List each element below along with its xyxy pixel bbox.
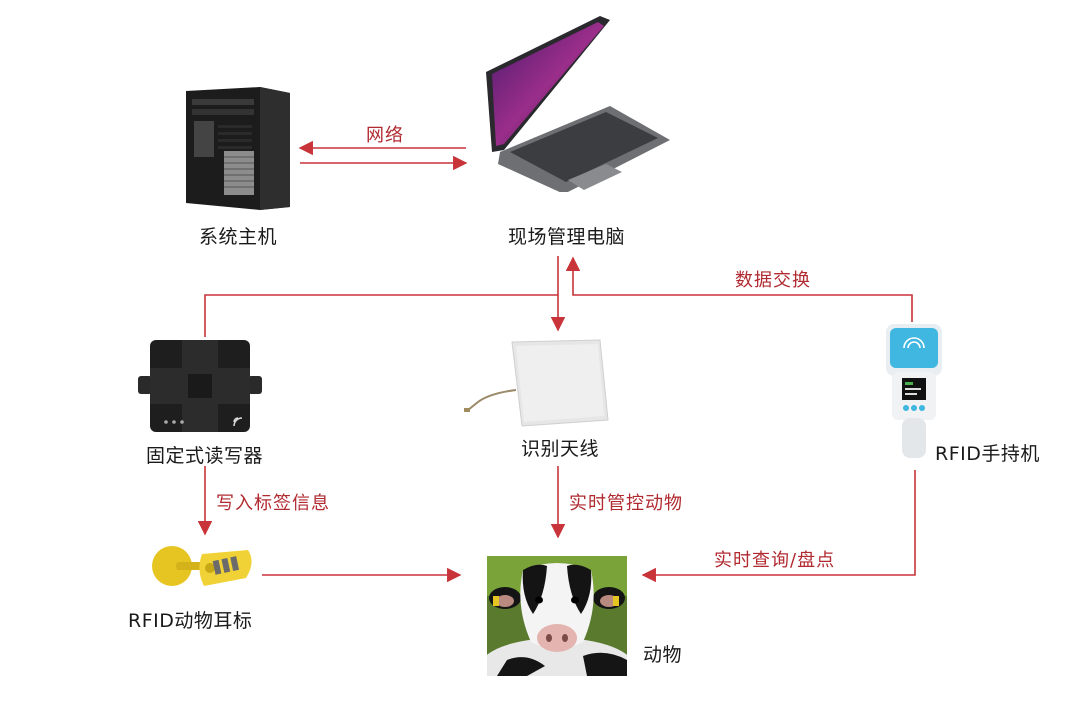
handheld-label: RFID手持机	[935, 443, 1040, 465]
edge-label-realtime-control: 实时管控动物	[569, 493, 683, 514]
fixed-reader-label: 固定式读写器	[146, 445, 264, 467]
cow-photo	[487, 556, 627, 676]
laptop-label: 现场管理电脑	[508, 226, 626, 248]
ear-tag-label: RFID动物耳标	[128, 610, 253, 632]
edge-label-data-exchange: 数据交换	[735, 270, 811, 291]
arrow-handheld-to-animal	[641, 470, 916, 583]
edge-label-write-tag: 写入标签信息	[216, 493, 330, 514]
animal-label: 动物	[643, 644, 683, 666]
antenna-panel-icon	[464, 339, 609, 427]
ear-tag-icon	[152, 546, 252, 586]
fixed-reader-icon	[138, 340, 262, 432]
arrow-handheld-to-laptop	[565, 256, 913, 322]
handheld-reader-icon	[886, 324, 942, 458]
server-tower-icon	[186, 87, 290, 210]
edge-label-realtime-query: 实时查询/盘点	[714, 550, 836, 571]
laptop-icon	[486, 16, 670, 192]
edge-label-network: 网络	[366, 125, 404, 146]
antenna-label: 识别天线	[521, 438, 600, 460]
line-laptop-to-fixed-reader	[204, 294, 558, 337]
server-label: 系统主机	[199, 226, 278, 248]
